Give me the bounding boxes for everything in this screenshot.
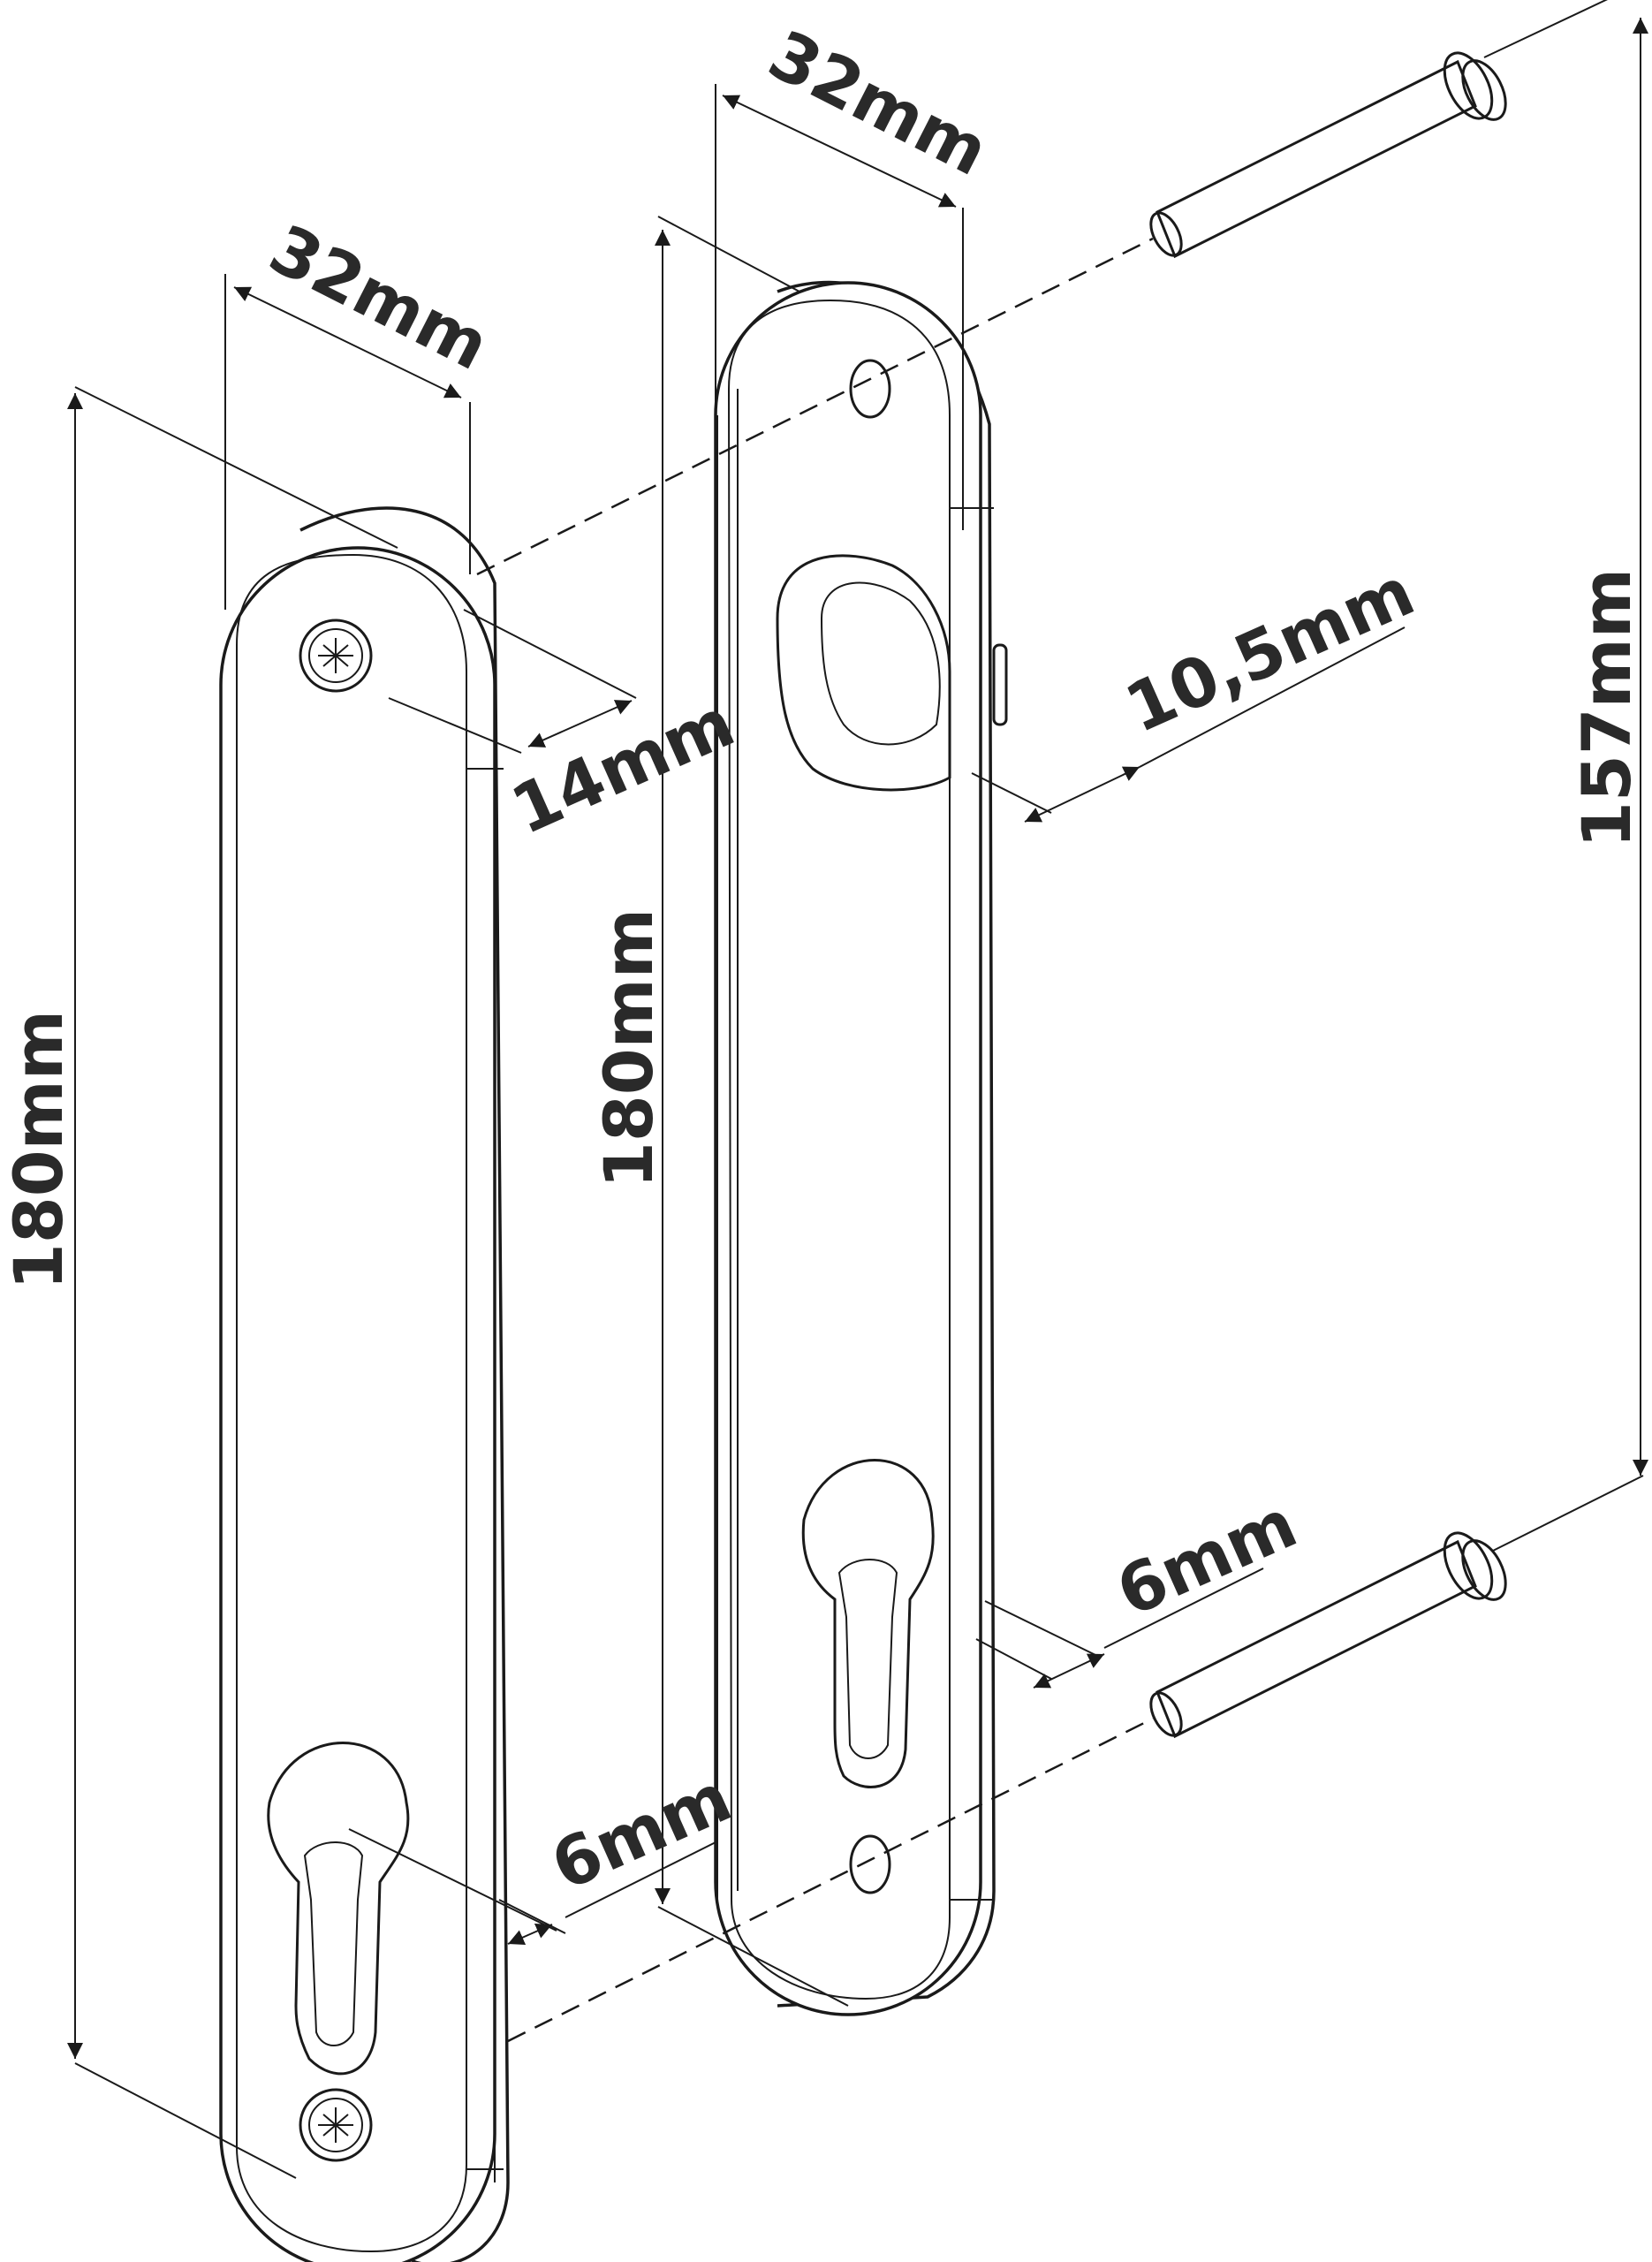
label-right-height: 180mm — [589, 908, 668, 1188]
left-top-screw-icon — [299, 619, 373, 693]
right-handle-opening — [776, 554, 951, 792]
label-right-width: 32mm — [757, 15, 1001, 191]
bottom-bolt — [1149, 1531, 1507, 1739]
label-right-collar: 10,5mm — [1114, 551, 1425, 748]
left-bottom-screw-icon — [299, 2088, 373, 2162]
dim-left-cylinder — [348, 1828, 716, 1945]
dim-right-height — [655, 230, 849, 2007]
label-left-depth: 14mm — [500, 683, 746, 850]
alignment-lines — [476, 237, 1154, 2043]
right-keyhole — [801, 1459, 935, 1788]
label-left-height: 180mm — [0, 1010, 78, 1290]
left-keyhole — [267, 1742, 410, 2076]
top-bolt — [1149, 51, 1507, 259]
dim-screw-spacing — [1483, 0, 1648, 1552]
right-bottom-hole — [849, 1834, 891, 1894]
label-right-cylinder: 6mm — [1105, 1484, 1307, 1631]
dim-right-cylinder — [975, 1567, 1264, 1689]
right-top-hole — [849, 359, 891, 419]
label-left-cylinder: 6mm — [540, 1757, 742, 1905]
dim-left-height — [67, 393, 297, 2179]
dim-right-width — [657, 84, 964, 530]
right-plate — [714, 280, 1008, 2016]
dim-left-width — [74, 274, 471, 610]
dim-left-depth — [388, 609, 637, 754]
left-plate — [219, 506, 510, 2262]
dim-right-collar — [971, 626, 1406, 823]
label-screw-spacing: 157mm — [1567, 568, 1646, 848]
